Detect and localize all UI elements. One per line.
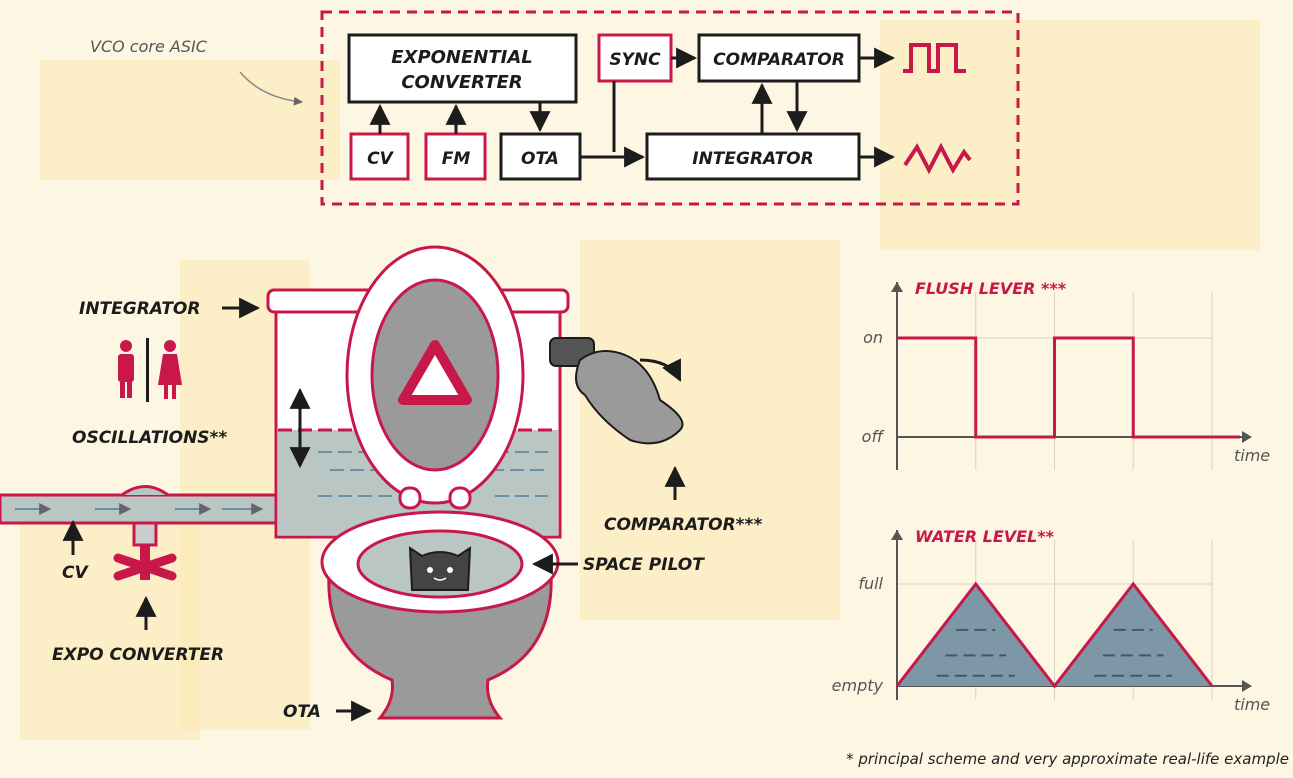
comparator-label: COMPARATOR [713, 50, 845, 70]
caption-arrow [239, 71, 303, 106]
space-pilot-callout: SPACE PILOT [583, 555, 705, 575]
restroom-sign-icon [118, 338, 182, 402]
sync-box [597, 33, 673, 83]
cv-label: CV [367, 149, 394, 169]
valve-handle-icon [113, 553, 177, 581]
background-blob [880, 20, 1260, 250]
water-level-chart: WATER LEVEL** time full empty [832, 527, 1271, 714]
y-tick-label: empty [832, 676, 884, 695]
toilet-illustration: INTEGRATOR OSCILLATIONS** COMPARATOR*** … [0, 245, 762, 722]
exponential-converter-line1: EXPONENTIAL [391, 47, 532, 68]
sync-label: SYNC [609, 50, 661, 70]
integrator-box [645, 132, 861, 181]
series-line [897, 336, 1240, 439]
comparator-callout: COMPARATOR*** [604, 515, 762, 535]
cat-space-pilot-icon [408, 546, 472, 591]
fm-box [424, 132, 487, 181]
y-tick-label: on [863, 328, 883, 347]
x-axis-label: time [1234, 446, 1270, 465]
triangle-emblem-icon [398, 340, 472, 405]
asic-block-diagram: VCO core ASIC EXPONENTIAL CONVERTER SYNC… [90, 10, 1020, 206]
square-wave-icon [903, 43, 966, 73]
triangle-wave-icon [903, 142, 972, 175]
hand-flush-icon [549, 337, 684, 445]
chart-title: WATER LEVEL** [915, 527, 1055, 546]
y-axis-arrowhead [891, 530, 903, 540]
oscillations-callout: OSCILLATIONS** [72, 428, 227, 448]
fm-label: FM [442, 149, 471, 169]
chart-title: FLUSH LEVER *** [915, 279, 1067, 298]
cv-callout: CV [62, 563, 89, 583]
series-line [895, 581, 1214, 689]
series-area [897, 584, 1212, 686]
asic-dashed-border [320, 10, 1020, 206]
asic-caption: VCO core ASIC [90, 37, 208, 56]
integrator-label: INTEGRATOR [692, 149, 813, 169]
flush-lever-chart: FLUSH LEVER *** time on off [862, 279, 1270, 470]
y-tick-label: full [858, 574, 883, 593]
ota-callout: OTA [283, 702, 321, 722]
exponential-converter-line2: CONVERTER [401, 72, 522, 93]
ota-label: OTA [521, 149, 559, 169]
x-axis-arrowhead [1242, 431, 1252, 443]
background-blob [40, 60, 340, 180]
exponential-converter-box [347, 33, 578, 104]
valve-dome [121, 485, 169, 497]
integrator-callout: INTEGRATOR [79, 299, 200, 319]
hinge-right [448, 486, 472, 510]
y-tick-label: off [862, 427, 886, 446]
x-axis-label: time [1234, 695, 1270, 714]
x-axis-arrowhead [1242, 680, 1252, 692]
background-blob [20, 500, 200, 740]
hinge-left [398, 486, 422, 510]
valve-stem [132, 521, 158, 547]
y-axis-arrowhead [891, 282, 903, 292]
expo-converter-callout: EXPO CONVERTER [52, 645, 224, 665]
footnote: * principal scheme and very approximate … [846, 750, 1289, 768]
comparator-box [697, 33, 861, 83]
